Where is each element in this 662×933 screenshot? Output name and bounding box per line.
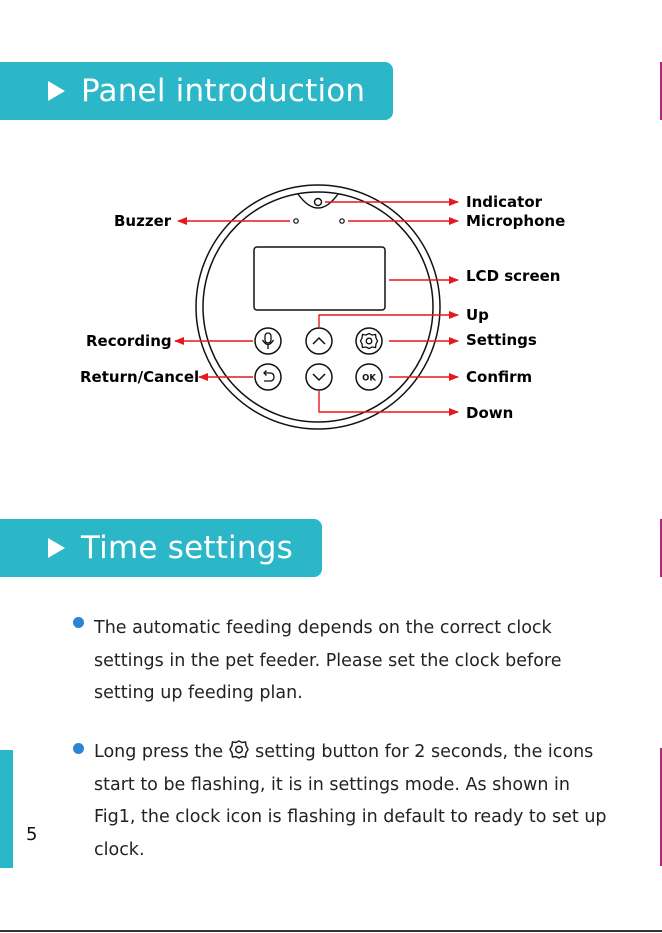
down-button[interactable]	[305, 363, 333, 391]
buzzer-hole	[293, 218, 299, 224]
callout-arrows	[174, 198, 459, 416]
bullet-dot	[73, 743, 84, 754]
page-side-tab	[0, 750, 13, 868]
chevron-up-icon	[312, 336, 326, 345]
up-button[interactable]	[305, 327, 333, 355]
confirm-button[interactable]: OK	[355, 363, 383, 391]
label-down: Down	[466, 404, 514, 422]
ok-icon: OK	[362, 374, 376, 384]
label-lcd-screen: LCD screen	[466, 267, 561, 285]
chevron-down-icon	[312, 373, 326, 382]
label-buzzer: Buzzer	[114, 212, 172, 230]
label-recording: Recording	[86, 332, 172, 350]
label-return-cancel: Return/Cancel	[80, 368, 200, 386]
arrow-down	[318, 391, 459, 416]
lcd-screen	[253, 246, 386, 311]
label-indicator: Indicator	[466, 193, 543, 211]
edge-marker	[660, 748, 662, 866]
gear-icon	[229, 740, 249, 759]
device-outer-ring	[195, 184, 441, 430]
section-banner-panel: Panel introduction	[0, 62, 393, 120]
edge-marker	[660, 519, 662, 577]
recording-button[interactable]	[254, 327, 282, 355]
section-title: Time settings	[81, 530, 293, 566]
arrow-up	[318, 311, 459, 327]
return-icon	[263, 370, 275, 382]
microphone-hole	[339, 218, 345, 224]
label-confirm: Confirm	[466, 368, 533, 386]
settings-button[interactable]	[355, 327, 383, 355]
indicator-notch	[297, 193, 339, 209]
bullet-dot	[73, 617, 84, 628]
microphone-icon	[261, 332, 275, 349]
return-cancel-button[interactable]	[254, 363, 282, 391]
edge-marker	[660, 62, 662, 120]
play-triangle-icon	[48, 81, 65, 101]
device-inner-ring	[202, 191, 434, 423]
bullet-text-2-start: Long press the	[94, 742, 224, 762]
bullet-text-2-end: setting button for 2 seconds, the icons …	[94, 742, 607, 860]
page-number: 5	[26, 824, 38, 845]
play-triangle-icon	[48, 538, 65, 558]
section-title: Panel introduction	[81, 73, 366, 109]
gear-icon	[359, 332, 379, 350]
label-settings: Settings	[466, 331, 537, 349]
panel-diagram: OK	[174, 184, 459, 430]
section-banner-time: Time settings	[0, 519, 322, 577]
indicator-light	[313, 197, 323, 207]
bullet-text-1: The automatic feeding depends on the cor…	[94, 618, 562, 703]
label-up: Up	[466, 306, 489, 324]
bottom-rule	[0, 930, 662, 932]
label-microphone: Microphone	[466, 212, 566, 230]
